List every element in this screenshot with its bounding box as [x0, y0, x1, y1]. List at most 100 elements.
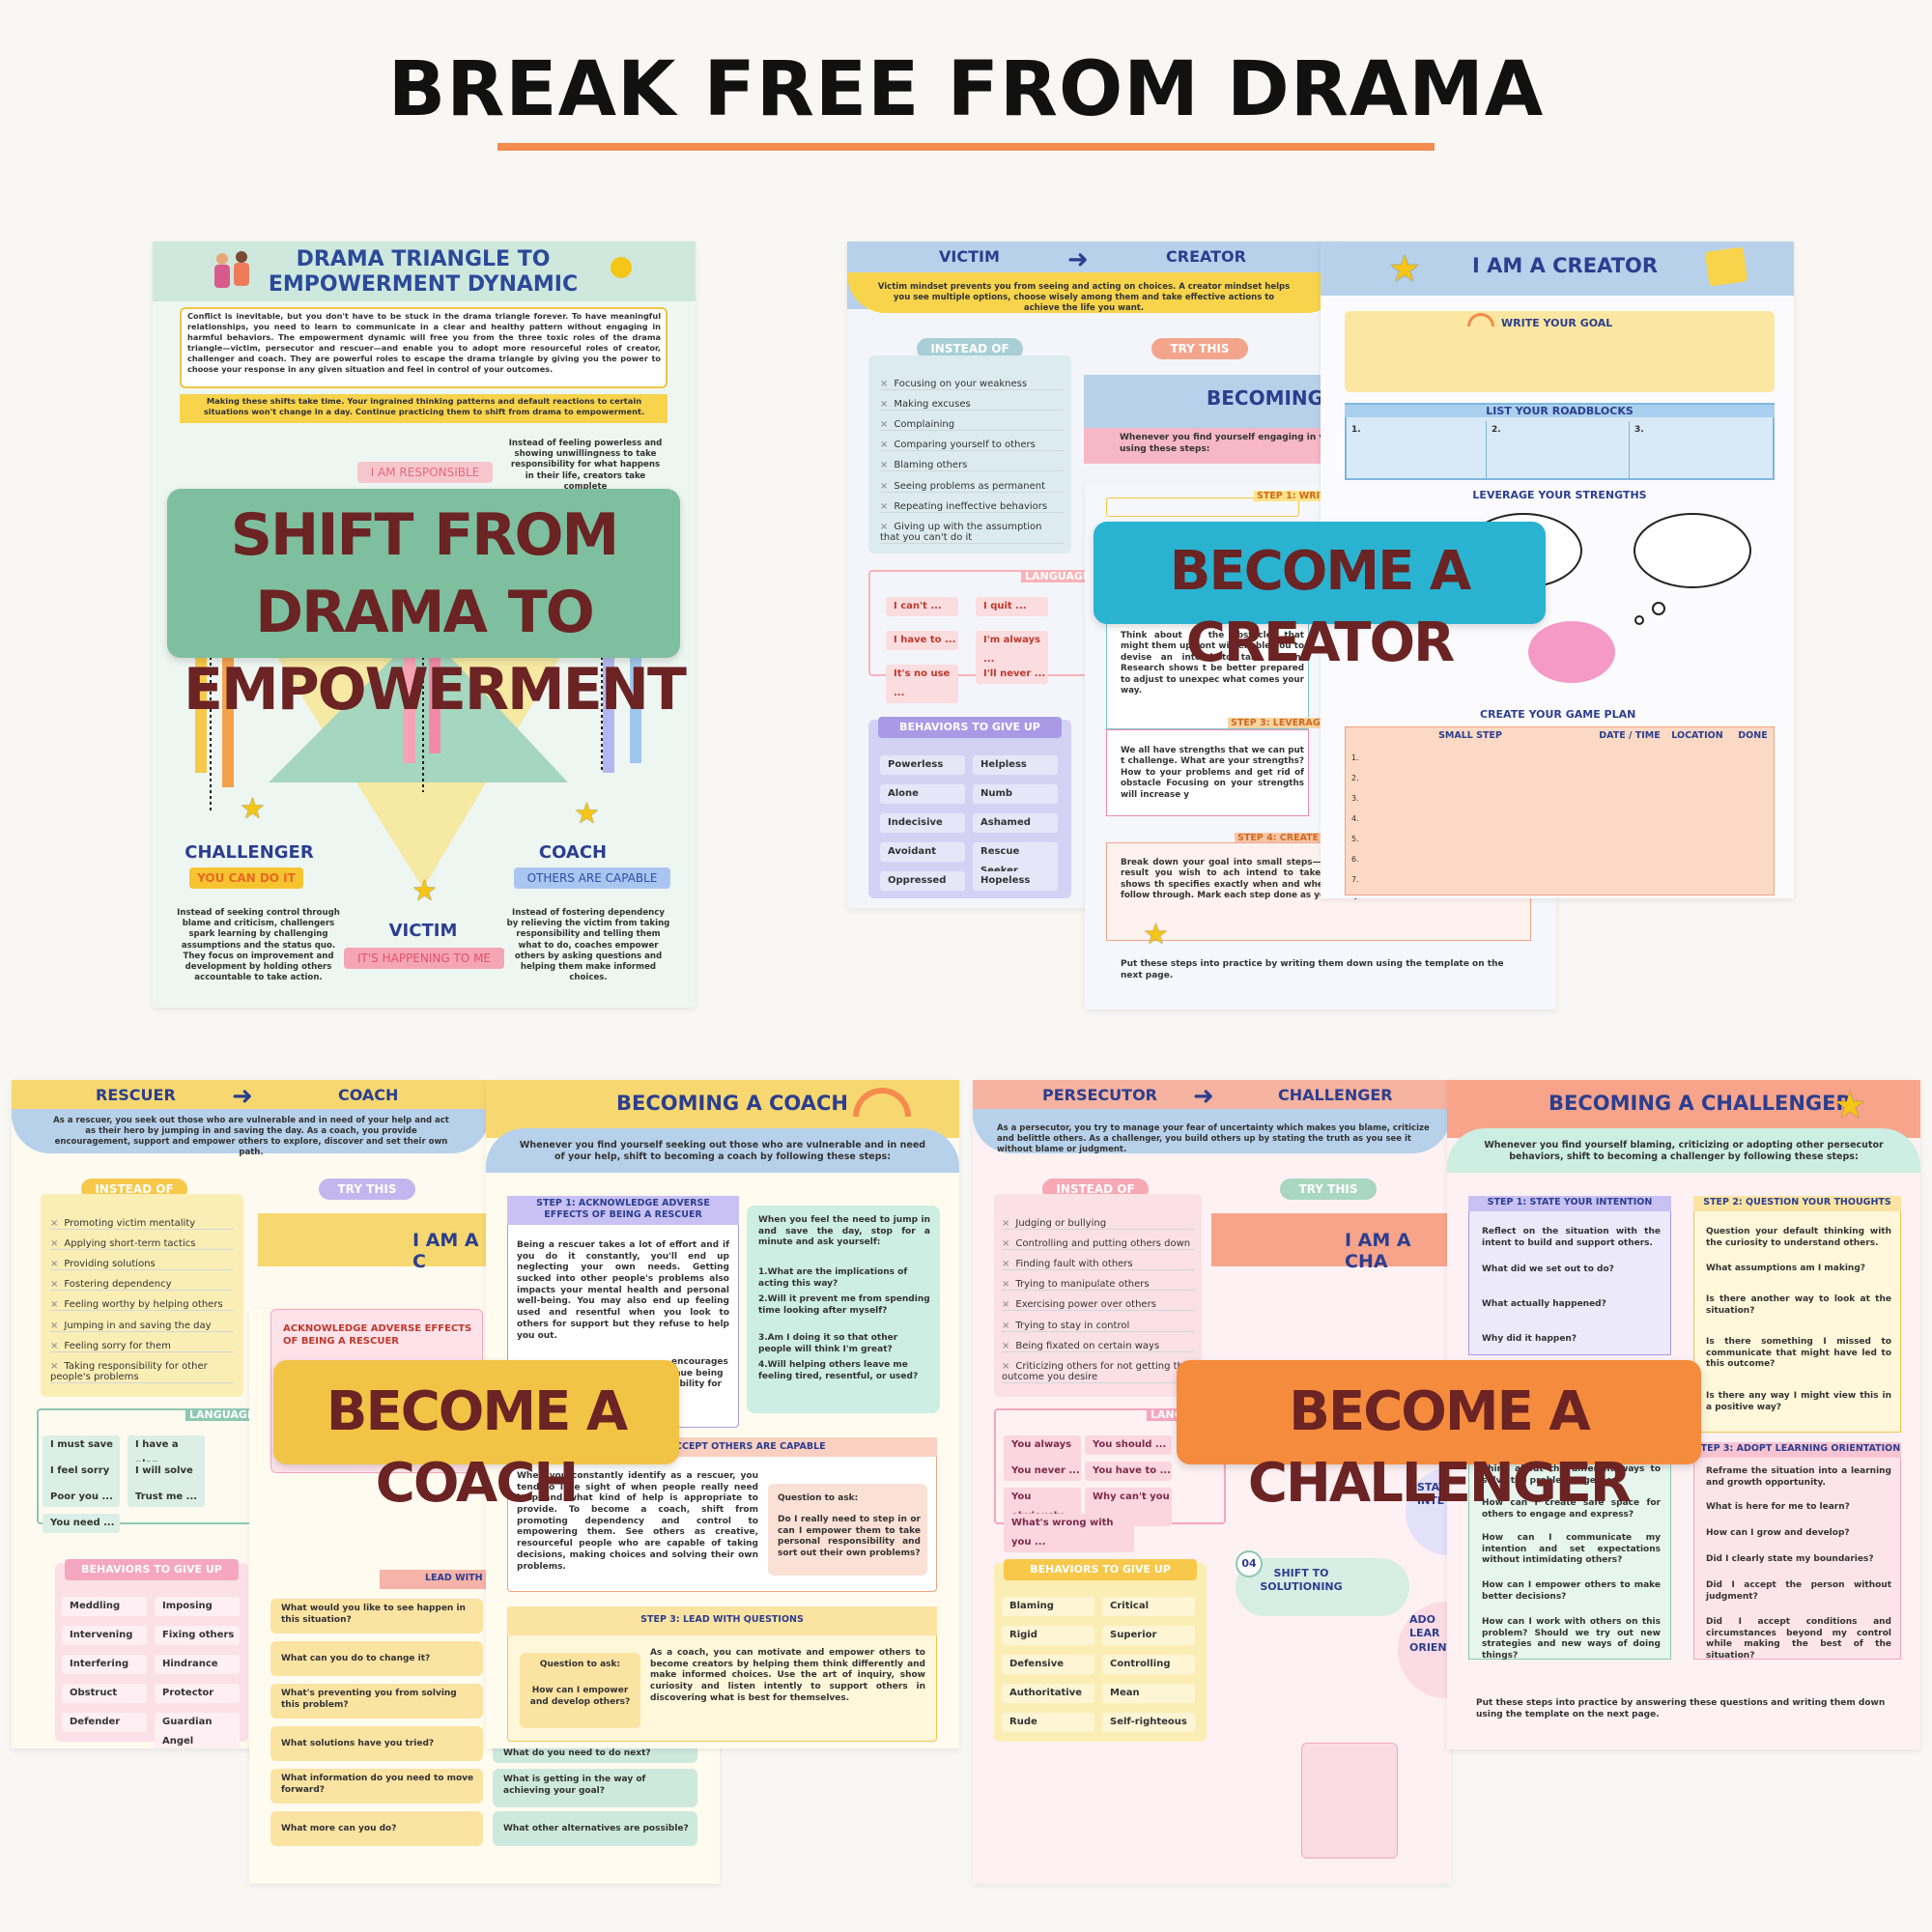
- bch-s3: Did I accept conditions and circumstance…: [1706, 1617, 1891, 1662]
- bc-step2-text: When you constantly identify as a rescue…: [517, 1471, 758, 1572]
- game-col: DATE / TIME: [1599, 730, 1661, 741]
- bc-intro: Whenever you find yourself seeking out t…: [519, 1140, 926, 1163]
- bch-s3: What is here for me to learn?: [1706, 1502, 1850, 1512]
- lang-chip: It's no use ...: [886, 665, 958, 703]
- pc-to: CHALLENGER: [1278, 1086, 1393, 1104]
- lang-chip: You have to ...: [1085, 1462, 1172, 1481]
- coach-text: Instead of fostering dependency by relie…: [506, 908, 670, 983]
- bch-s2: Is there something I missed to communica…: [1706, 1337, 1891, 1370]
- behavior-chip: Controlling: [1102, 1655, 1195, 1674]
- question-text: What other alternatives are possible?: [503, 1824, 689, 1833]
- step2-box: [1106, 623, 1309, 729]
- iam-label: I AM A C: [412, 1230, 479, 1272]
- question-text: What would you like to see happen in thi…: [281, 1604, 466, 1625]
- bc-step3-tab: [507, 1606, 937, 1635]
- bc-step3-label: STEP 3: LEAD WITH QUESTIONS: [640, 1614, 804, 1625]
- behavior-chip: Intervening: [62, 1626, 147, 1645]
- lang-chip: I'm always ...: [976, 631, 1048, 669]
- pink-note-box: [1301, 1743, 1398, 1859]
- bc-step3-text: As a coach, you can motivate and empower…: [650, 1648, 925, 1703]
- rb-num: 3.: [1634, 425, 1644, 435]
- behaviors-box: [55, 1563, 248, 1742]
- instead-item: Focusing on your weakness: [880, 379, 1064, 390]
- behavior-chip: Defensive: [1002, 1655, 1094, 1674]
- behavior-chip: Fixing others: [155, 1626, 240, 1645]
- step1-label: STEP 1: WRITE: [1254, 491, 1336, 501]
- bc-wave: [486, 1128, 959, 1173]
- bch-step3-label: STEP 3: ADOPT LEARNING ORIENTATION: [1693, 1443, 1901, 1454]
- overlay-challenger-badge: [1177, 1360, 1701, 1464]
- behavior-chip: Hopeless: [973, 871, 1058, 891]
- behaviors-title: BEHAVIORS TO GIVE UP: [1004, 1559, 1197, 1580]
- instead-item: Trying to stay in control: [1002, 1321, 1195, 1332]
- coach-label: COACH: [538, 842, 608, 863]
- bc-step1-more: encourages inue being sibility for: [671, 1357, 728, 1390]
- instead-item: Trying to manipulate others: [1002, 1279, 1195, 1291]
- instead-item: Applying short-term tactics: [50, 1238, 234, 1250]
- stat-label: STAT INTE: [1417, 1481, 1446, 1508]
- intro-box: [180, 307, 668, 388]
- lang-chip: You need ...: [43, 1514, 120, 1533]
- bch-s4: Think about the different ways to solve …: [1482, 1464, 1661, 1486]
- instead-item: Finding fault with others: [1002, 1259, 1195, 1270]
- bch-s2: Question your default thinking with the …: [1706, 1227, 1891, 1248]
- bch-step1-box: [1468, 1196, 1671, 1355]
- challenger-pill: YOU CAN DO IT: [189, 867, 303, 889]
- bch-step3-tab: [1693, 1442, 1901, 1458]
- game-row: 7.: [1351, 875, 1359, 884]
- instead-item: Taking responsibility for other people's…: [50, 1361, 234, 1383]
- bch-s4: How can I work with others on this probl…: [1482, 1617, 1661, 1662]
- bch-s4: How can I create safe space for others t…: [1482, 1498, 1661, 1520]
- p1-note: Making these shifts take time. Your ingr…: [203, 396, 645, 416]
- solution-circle: [1236, 1558, 1409, 1616]
- vc-desc: Victim mindset prevents you from seeing …: [877, 282, 1291, 314]
- pc-wave: [973, 1109, 1451, 1153]
- question-text: What more can you do?: [281, 1824, 397, 1833]
- language-label: LANGUAGE: [185, 1408, 259, 1421]
- step3-text: We all have strengths that we can put t …: [1121, 746, 1304, 800]
- bc-ask-text: Do I really need to step in or can I emp…: [778, 1515, 921, 1559]
- responsible-pill: I AM RESPONSIBLE: [357, 462, 493, 483]
- bch-heading: BECOMING A CHALLENGER: [1548, 1092, 1852, 1115]
- bc-heading: BECOMING A COACH: [616, 1092, 848, 1115]
- overlay-creator-text: BECOME A CREATOR: [1169, 540, 1471, 674]
- bc-side-q: 1.What are the implications of acting th…: [758, 1267, 908, 1289]
- iac-heading: I AM A CREATOR: [1472, 254, 1659, 277]
- step3-label: STEP 3: LEVERAGE: [1228, 718, 1330, 728]
- step-num: 04: [1236, 1550, 1263, 1577]
- adop-label: ADO LEAR ORIENT: [1409, 1613, 1451, 1654]
- game-col: LOCATION: [1671, 730, 1723, 741]
- bc-ask2-label: Question to ask:: [539, 1660, 621, 1669]
- instead-item: Criticizing others for not getting th ou…: [1002, 1361, 1195, 1383]
- behaviors-title: BEHAVIORS TO GIVE UP: [878, 717, 1062, 738]
- p1-intro: Conflict is inevitable, but you don't ha…: [187, 311, 661, 374]
- victim-label: VICTIM: [388, 921, 458, 941]
- rb-col-1: [1347, 421, 1487, 478]
- instead-item: Judging or bullying: [1002, 1218, 1195, 1230]
- shooting-star-icon: ★: [1833, 1084, 1867, 1126]
- question-text: What solutions have you tried?: [281, 1739, 435, 1748]
- lang-chip: You should ...: [1085, 1435, 1172, 1455]
- strengths-label: LEVERAGE YOUR STRENGTHS: [1472, 489, 1647, 501]
- instead-item: Promoting victim mentality: [50, 1218, 234, 1230]
- note-band: [180, 394, 668, 423]
- challenger-text: Instead of seeking control through blame…: [177, 908, 340, 983]
- goal-label: WRITE YOUR GOAL: [1501, 317, 1613, 329]
- question-text: What information do you need to move for…: [281, 1774, 474, 1795]
- bc-step1-tab: [507, 1196, 739, 1225]
- game-row: 2.: [1351, 774, 1359, 782]
- behavior-chip: Numb: [973, 784, 1058, 804]
- overlay-coach-text: BECOME A COACH: [326, 1380, 628, 1515]
- question-card: [270, 1811, 483, 1846]
- behavior-chip: Avoidant: [880, 842, 965, 862]
- pc-from: PERSECUTOR: [1042, 1086, 1157, 1104]
- lang-chip: Poor you ...: [43, 1488, 120, 1507]
- bc-side-intro: When you feel the need to jump in and sa…: [758, 1215, 930, 1248]
- right-arrow-icon: ➜: [232, 1082, 253, 1111]
- behavior-chip: Guardian Angel: [155, 1713, 240, 1748]
- question-card: [270, 1599, 483, 1634]
- game-label: CREATE YOUR GAME PLAN: [1480, 708, 1636, 721]
- triangle-graphic: [210, 628, 603, 889]
- coach-pill: OTHERS ARE CAPABLE: [514, 867, 670, 889]
- creator-text: Instead of feeling powerless and showing…: [508, 439, 663, 492]
